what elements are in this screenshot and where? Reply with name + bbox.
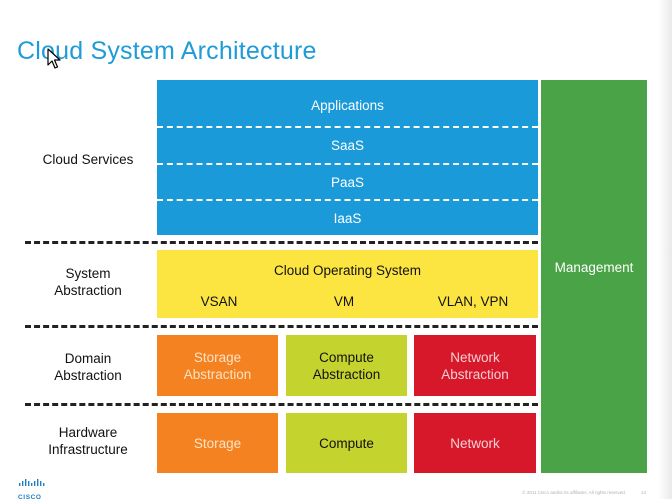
network-box: Network — [414, 413, 536, 473]
network-abstraction-line2: Abstraction — [441, 366, 509, 382]
label-system-abstraction-line2: Abstraction — [54, 283, 122, 298]
cisco-logo-text: CISCO — [18, 494, 42, 501]
saas-label: SaaS — [330, 138, 365, 153]
label-cloud-services: Cloud Services — [42, 152, 134, 167]
vlan-vpn-label: VLAN, VPN — [437, 294, 509, 309]
storage-abstraction-line2: Abstraction — [183, 366, 252, 382]
management-column: Management — [541, 80, 647, 473]
layer-separator — [25, 403, 538, 406]
services-divider — [157, 126, 538, 128]
cloud-os-block: Cloud Operating System VSAN VM VLAN, VPN — [157, 250, 538, 318]
management-label: Management — [554, 260, 634, 275]
network-abstraction-line1: Network — [450, 349, 500, 365]
slide-edge-shadow — [658, 0, 672, 499]
label-hardware-infrastructure-line1: Hardware — [58, 425, 118, 440]
label-system-abstraction-line1: System — [65, 266, 111, 281]
label-domain-abstraction-line1: Domain — [64, 351, 112, 366]
services-divider — [157, 199, 538, 201]
iaas-label: IaaS — [333, 211, 362, 226]
copyright-footer: © 2011 Cisco and/or its affiliates. All … — [522, 490, 626, 495]
label-domain-abstraction: Domain Abstraction — [28, 350, 148, 384]
page-number: 14 — [640, 490, 646, 495]
move-cursor-icon — [47, 48, 61, 69]
cloud-os-title: Cloud Operating System — [273, 263, 422, 278]
page-title: Cloud System Architecture — [17, 37, 317, 65]
compute-abstraction-box: Compute Abstraction — [286, 335, 407, 396]
label-hardware-infrastructure: Hardware Infrastructure — [28, 424, 148, 458]
cisco-logo-bars — [19, 479, 45, 486]
storage-box: Storage — [157, 413, 278, 473]
storage-abstraction-box: Storage Abstraction — [157, 335, 278, 396]
label-hardware-infrastructure-line2: Infrastructure — [48, 442, 128, 457]
compute-box: Compute — [286, 413, 407, 473]
layer-separator — [25, 241, 538, 244]
network-abstraction-box: Network Abstraction — [414, 335, 536, 396]
compute-abstraction-line1: Compute — [319, 349, 374, 365]
applications-label: Applications — [311, 98, 384, 113]
vsan-label: VSAN — [200, 294, 238, 309]
paas-label: PaaS — [330, 175, 365, 190]
storage-abstraction-line1: Storage — [193, 349, 242, 365]
vm-label: VM — [333, 294, 355, 309]
compute-abstraction-line2: Abstraction — [312, 366, 381, 382]
label-system-abstraction: System Abstraction — [28, 265, 148, 299]
cloud-services-block: Applications SaaS PaaS IaaS — [157, 80, 538, 235]
services-divider — [157, 163, 538, 165]
cisco-logo-icon: CISCO — [18, 476, 48, 501]
label-domain-abstraction-line2: Abstraction — [54, 368, 122, 383]
layer-separator — [25, 325, 538, 328]
